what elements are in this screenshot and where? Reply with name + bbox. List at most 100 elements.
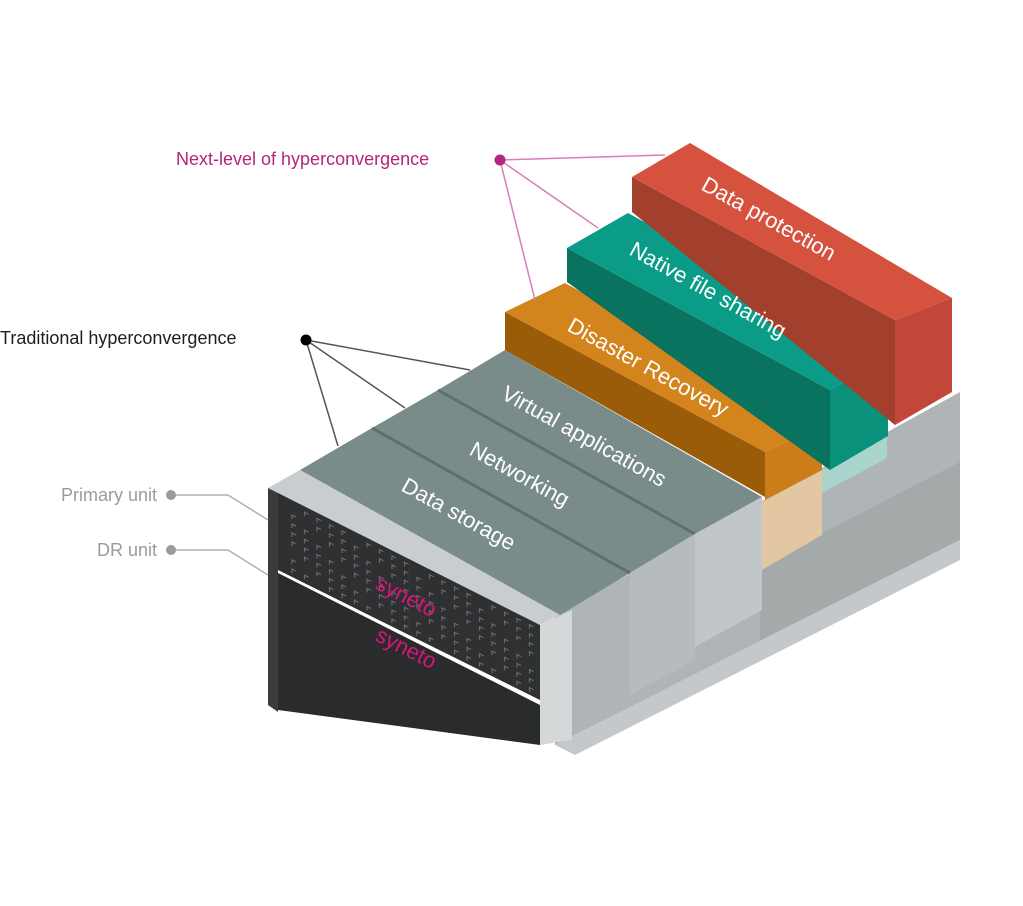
vent-mark [416,603,422,609]
block-top [632,143,952,320]
vent-mark [353,554,359,560]
block-side [505,312,765,497]
vent-mark [466,619,472,625]
vent-mark [291,568,297,573]
vent-mark [328,568,334,574]
callout-line [499,159,536,301]
next-level-callout-label: Next-level of hyperconvergence [176,149,430,169]
vent-mark [428,618,434,624]
vent-mark [291,532,297,537]
vent-mark [453,631,459,637]
next-level-callout-lines [499,154,666,301]
vent-mark [491,605,497,610]
vent-mark [528,650,534,656]
callout-line [227,549,269,576]
vent-mark [516,617,522,623]
vent-mark [466,646,472,652]
vent-mark [478,607,484,613]
vent-mark [503,611,509,617]
vent-mark [503,665,509,671]
vent-mark [316,517,322,523]
vent-mark [378,548,384,554]
vent-mark [291,559,297,564]
orange-ghost-block [762,470,822,570]
vent-mark [528,677,534,683]
bezel-vent-pattern [291,511,534,692]
vent-mark [403,561,409,567]
vent-mark [341,584,347,589]
vent-mark [353,590,359,596]
vent-mark [378,602,384,608]
layer-virtual-applications [438,350,762,534]
vent-mark [353,599,359,605]
vent-mark [378,575,384,581]
vent-mark [428,573,434,579]
vent-mark [441,625,447,630]
vent-mark [316,526,322,532]
vent-mark [453,622,459,628]
traditional-callout-lines [305,339,471,447]
vent-mark [466,610,472,616]
primary-unit-label: Primary unit [60,485,157,505]
callout-line [305,339,406,409]
vent-mark [341,557,347,562]
dr-unit-dot [166,545,176,555]
vent-mark [441,616,447,621]
layer-seam [371,426,631,575]
vent-mark [341,539,347,544]
callout-line [305,339,471,371]
vent-mark [391,564,397,569]
teal-ghost-block [822,436,887,493]
unit-callout-lines [171,494,269,576]
vent-mark [353,572,359,578]
vent-mark [341,530,347,535]
vent-mark [503,638,509,644]
vent-mark [416,621,422,627]
vent-mark [453,586,459,592]
vent-mark [428,591,434,597]
layer-data-storage [300,428,630,615]
traditional-callout-label: Traditional hyperconvergence [0,328,237,348]
vent-mark [303,574,309,580]
vent-mark [366,569,372,575]
vent-mark [466,637,472,643]
vent-mark [391,600,397,605]
vent-mark [303,538,309,544]
vent-mark [366,587,372,593]
vent-mark [478,616,484,622]
vent-mark [478,634,484,640]
vent-mark [491,641,497,646]
vent-mark [478,661,484,667]
vent-mark [453,640,459,646]
vent-mark [328,586,334,592]
primary-unit-bezel [278,493,540,700]
vent-mark [528,668,534,674]
chassis-top-seam [760,462,960,640]
primary-unit-dot [166,490,176,500]
callout-line [305,339,339,447]
server-units: syneto syneto [268,470,572,745]
vent-mark [391,573,397,578]
vent-mark [441,580,447,585]
vent-mark [516,671,522,677]
server-right-face [540,610,572,745]
server-left-strip [268,488,278,712]
traditional-dot [300,334,312,346]
vent-mark [403,615,409,621]
vent-mark [291,514,297,519]
dr-unit-bezel [278,573,540,745]
vent-mark [303,529,309,535]
callout-line [499,159,599,229]
vent-mark [316,562,322,568]
vent-mark [366,605,372,611]
vent-mark [478,625,484,631]
vent-mark [491,632,497,637]
vent-mark [353,545,359,551]
vent-mark [441,634,447,639]
vent-mark [416,630,422,636]
vent-mark [328,523,334,529]
vent-mark [366,578,372,584]
vent-mark [391,618,397,623]
vent-mark [328,577,334,583]
layer-seam [437,388,696,536]
